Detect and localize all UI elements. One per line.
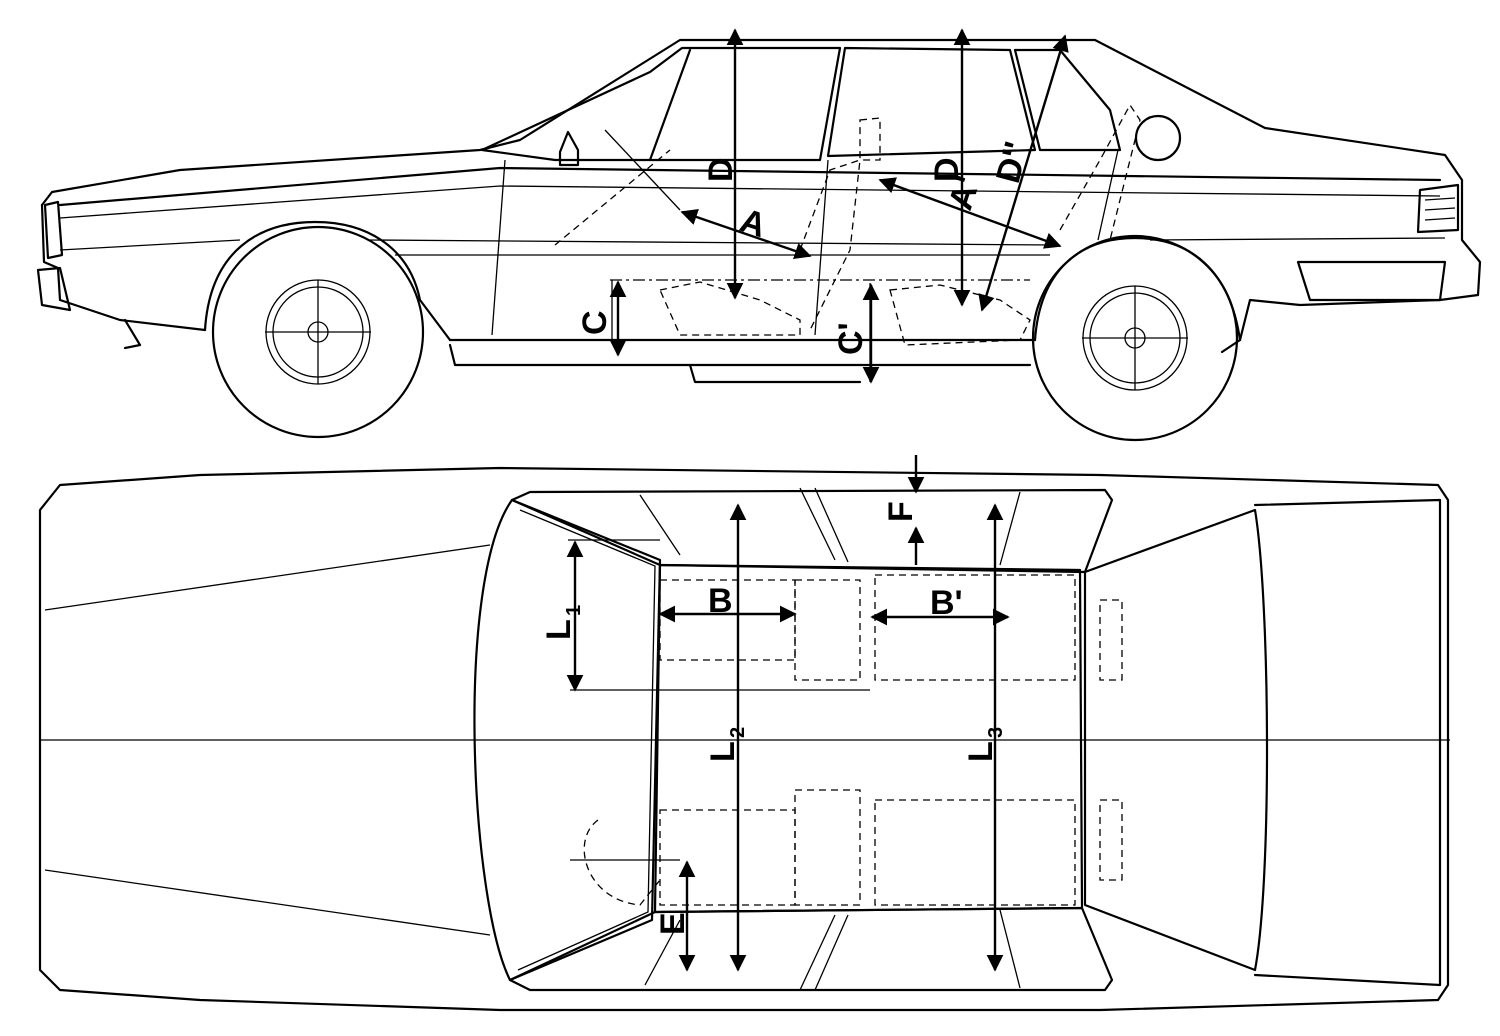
label-D-double-prime: D''	[989, 138, 1036, 187]
label-C: C	[576, 310, 614, 335]
label-L2-sub: 2	[727, 727, 749, 738]
label-L1-letter: L	[540, 619, 578, 640]
side-dimensions: D D D'' A A' C C'	[576, 28, 1069, 384]
label-L2-letter: L	[704, 741, 742, 762]
top-dimensions: B B' F E L 1 L 2 L 3	[540, 455, 1010, 972]
label-D-front: D	[702, 157, 740, 182]
top-view	[38, 466, 1450, 1012]
label-D-rear: D	[928, 157, 966, 182]
label-L3-letter: L	[962, 741, 1000, 762]
label-C-prime: C'	[832, 322, 870, 355]
label-L3-sub: 3	[985, 727, 1007, 738]
label-E: E	[654, 912, 692, 935]
label-A: A	[736, 201, 771, 245]
label-L2: L 2	[704, 727, 749, 762]
label-L1: L 1	[540, 605, 585, 640]
label-L1-sub: 1	[563, 605, 585, 616]
label-L3: L 3	[962, 727, 1007, 762]
label-B: B	[708, 582, 733, 620]
label-B-prime: B'	[930, 584, 963, 622]
label-F: F	[882, 501, 920, 522]
